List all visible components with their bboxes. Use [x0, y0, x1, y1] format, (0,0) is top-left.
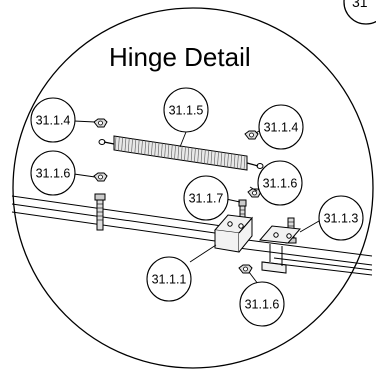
spring-coil	[167, 144, 170, 159]
spring-coil	[200, 149, 203, 164]
spring-coil	[134, 139, 137, 154]
spring-coil	[240, 155, 242, 170]
callout-label: 31.1.4	[36, 114, 71, 128]
spring-coil	[147, 141, 150, 156]
spring-coil	[233, 154, 236, 169]
spring-coil	[151, 141, 153, 156]
spring-coil	[230, 153, 233, 168]
callout-label: 31.1.6	[36, 167, 71, 181]
spring-coil	[137, 139, 140, 154]
spring-coil	[190, 147, 193, 162]
spring-coil	[187, 147, 190, 162]
callout-31-1-6-left: 31.1.6	[30, 150, 76, 196]
frame-rail	[11, 195, 373, 276]
callout-label: 31.1.4	[264, 121, 299, 135]
callout-31-1-6-bottom: 31.1.6	[239, 281, 285, 327]
nut-left-top	[93, 118, 108, 128]
callout-31-1-5: 31.1.5	[163, 87, 209, 133]
spring-coil	[161, 143, 163, 158]
spring-coil	[164, 143, 166, 158]
nut-left-middle	[93, 172, 108, 182]
spring-coil	[197, 148, 199, 163]
callout-label: 31.1.6	[263, 177, 298, 191]
spring-coil	[131, 138, 133, 153]
spring-coil	[184, 146, 186, 161]
spring-coil	[118, 136, 120, 151]
callout-label: 31.1.6	[245, 298, 280, 312]
spring-coil	[144, 140, 147, 155]
spring-coil	[180, 146, 183, 161]
spring-coil	[141, 140, 143, 155]
spring-coil	[223, 152, 226, 167]
spring-coil	[177, 145, 180, 160]
spring-coil	[213, 151, 216, 166]
callout-label: 31.1.5	[169, 104, 204, 118]
spring-coil	[227, 153, 229, 168]
spring-coil	[210, 150, 213, 165]
spring-coil	[124, 137, 127, 152]
callout-31-1-4-left: 31.1.4	[30, 97, 76, 143]
corner-callout: 31	[343, 0, 376, 25]
leader-lines	[73, 120, 320, 285]
callout-label: 31.1.7	[189, 192, 224, 206]
callouts: 31.1.4 31.1.5 31.1.4 31.1.6 31.1.7 31.1.…	[30, 87, 364, 327]
spring-coil	[154, 142, 156, 157]
callout-31-1-6-right: 31.1.6	[257, 160, 303, 206]
hinge-bracket-right	[259, 225, 301, 274]
spring-coil	[127, 138, 130, 153]
callout-31-1-7: 31.1.7	[183, 175, 229, 221]
hinge-bracket-left	[214, 214, 253, 253]
spring-coil	[121, 137, 123, 152]
spring-coil	[217, 151, 219, 166]
spring-coil	[174, 145, 176, 160]
corner-callout-label: 31	[352, 0, 368, 10]
callout-label: 31.1.3	[324, 212, 359, 226]
callout-31-1-4-right: 31.1.4	[258, 104, 304, 150]
callout-label: 31.1.1	[152, 273, 187, 287]
nut-bottom	[238, 264, 253, 274]
spring	[98, 135, 264, 171]
spring-coil	[170, 144, 173, 159]
nut-right-top	[244, 130, 259, 140]
spring-coil	[204, 149, 206, 164]
spring-coil	[194, 148, 196, 163]
diagram-title: Hinge Detail	[109, 42, 251, 72]
spring-coil	[220, 152, 223, 167]
spring-coil	[243, 155, 246, 170]
spring-coil	[237, 154, 239, 169]
callout-31-1-3: 31.1.3	[318, 195, 364, 241]
callout-31-1-1: 31.1.1	[146, 256, 192, 302]
spring-coil	[207, 150, 209, 165]
spring-coil	[114, 136, 117, 151]
bolt-left	[94, 193, 106, 231]
spring-coil	[157, 142, 160, 157]
